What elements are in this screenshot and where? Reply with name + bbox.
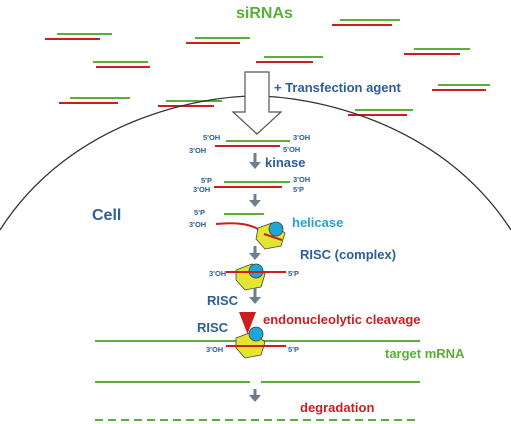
end-label: 5'P bbox=[288, 269, 299, 278]
kinase-label: kinase bbox=[265, 155, 305, 170]
duplex-oh: 5'OH 3'OH 3'OH 5'OH bbox=[189, 133, 310, 155]
transfection-arrow bbox=[231, 71, 283, 135]
step-arrow bbox=[249, 288, 261, 304]
cleavage-step: 3'OH 5'P bbox=[95, 312, 420, 359]
end-label: 3'OH bbox=[193, 185, 210, 194]
end-label: 3'OH bbox=[209, 269, 226, 278]
end-label: 5'P bbox=[288, 345, 299, 354]
end-label: 5'P bbox=[293, 185, 304, 194]
step-arrow bbox=[249, 389, 261, 402]
risc-loaded: 3'OH 5'P bbox=[209, 263, 299, 291]
sirna-duplex bbox=[45, 33, 112, 40]
step-arrow bbox=[249, 153, 261, 169]
sirna-duplex bbox=[158, 100, 222, 107]
end-label: 5'OH bbox=[283, 145, 300, 154]
target-mrna-label: target mRNA bbox=[385, 346, 465, 361]
end-label: 3'OH bbox=[293, 133, 310, 142]
helicase-subunit bbox=[268, 221, 284, 237]
transfection-label: + Transfection agent bbox=[274, 80, 401, 95]
cleavage-label: endonucleolytic cleavage bbox=[263, 312, 421, 327]
risc-complex-label: RISC (complex) bbox=[300, 247, 396, 262]
helicase-label: helicase bbox=[292, 215, 343, 230]
sirna-duplex bbox=[93, 61, 150, 68]
risc-label-2: RISC bbox=[197, 320, 229, 335]
end-label: 3'OH bbox=[189, 146, 206, 155]
sirna-duplex bbox=[256, 56, 323, 63]
sirna-duplex bbox=[186, 37, 250, 44]
sirna-duplex bbox=[432, 84, 490, 91]
degradation-label: degradation bbox=[300, 400, 374, 415]
sirna-duplex bbox=[332, 19, 400, 26]
step-arrow bbox=[249, 194, 261, 207]
end-label: 3'OH bbox=[206, 345, 223, 354]
cell-label: Cell bbox=[92, 207, 121, 224]
sirna-duplex bbox=[59, 97, 130, 104]
end-label: 5'P bbox=[201, 176, 212, 185]
end-label: 5'OH bbox=[203, 133, 220, 142]
helicase-step: 5'P 3'OH bbox=[189, 208, 286, 250]
step-arrow bbox=[249, 246, 261, 260]
end-label: 3'OH bbox=[189, 220, 206, 229]
duplex-p: 5'P 3'OH 3'OH 5'P bbox=[193, 175, 310, 194]
risc-label: RISC bbox=[207, 293, 239, 308]
sirna-duplex bbox=[404, 48, 470, 55]
cleavage-site-marker bbox=[239, 312, 256, 334]
floating-sirnas bbox=[45, 19, 490, 116]
end-label: 3'OH bbox=[293, 175, 310, 184]
title: siRNAs bbox=[236, 5, 293, 22]
end-label: 5'P bbox=[194, 208, 205, 217]
